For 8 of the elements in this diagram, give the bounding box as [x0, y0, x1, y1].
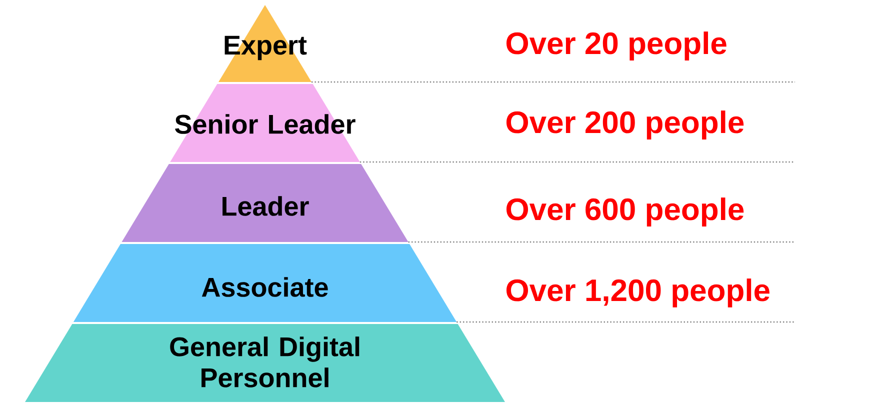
pyramid-level: General Digital Personnel	[25, 324, 505, 402]
count-label: Over 1,200 people	[506, 278, 770, 308]
count-label: Over 600 people	[506, 198, 744, 226]
pyramid-level: Associate	[73, 244, 457, 322]
count-label: Over 20 people	[506, 32, 726, 60]
pyramid-level: Leader	[122, 164, 408, 242]
count-label: Over 200 people	[506, 110, 744, 140]
pyramid-level: Senior Leader	[170, 84, 360, 162]
